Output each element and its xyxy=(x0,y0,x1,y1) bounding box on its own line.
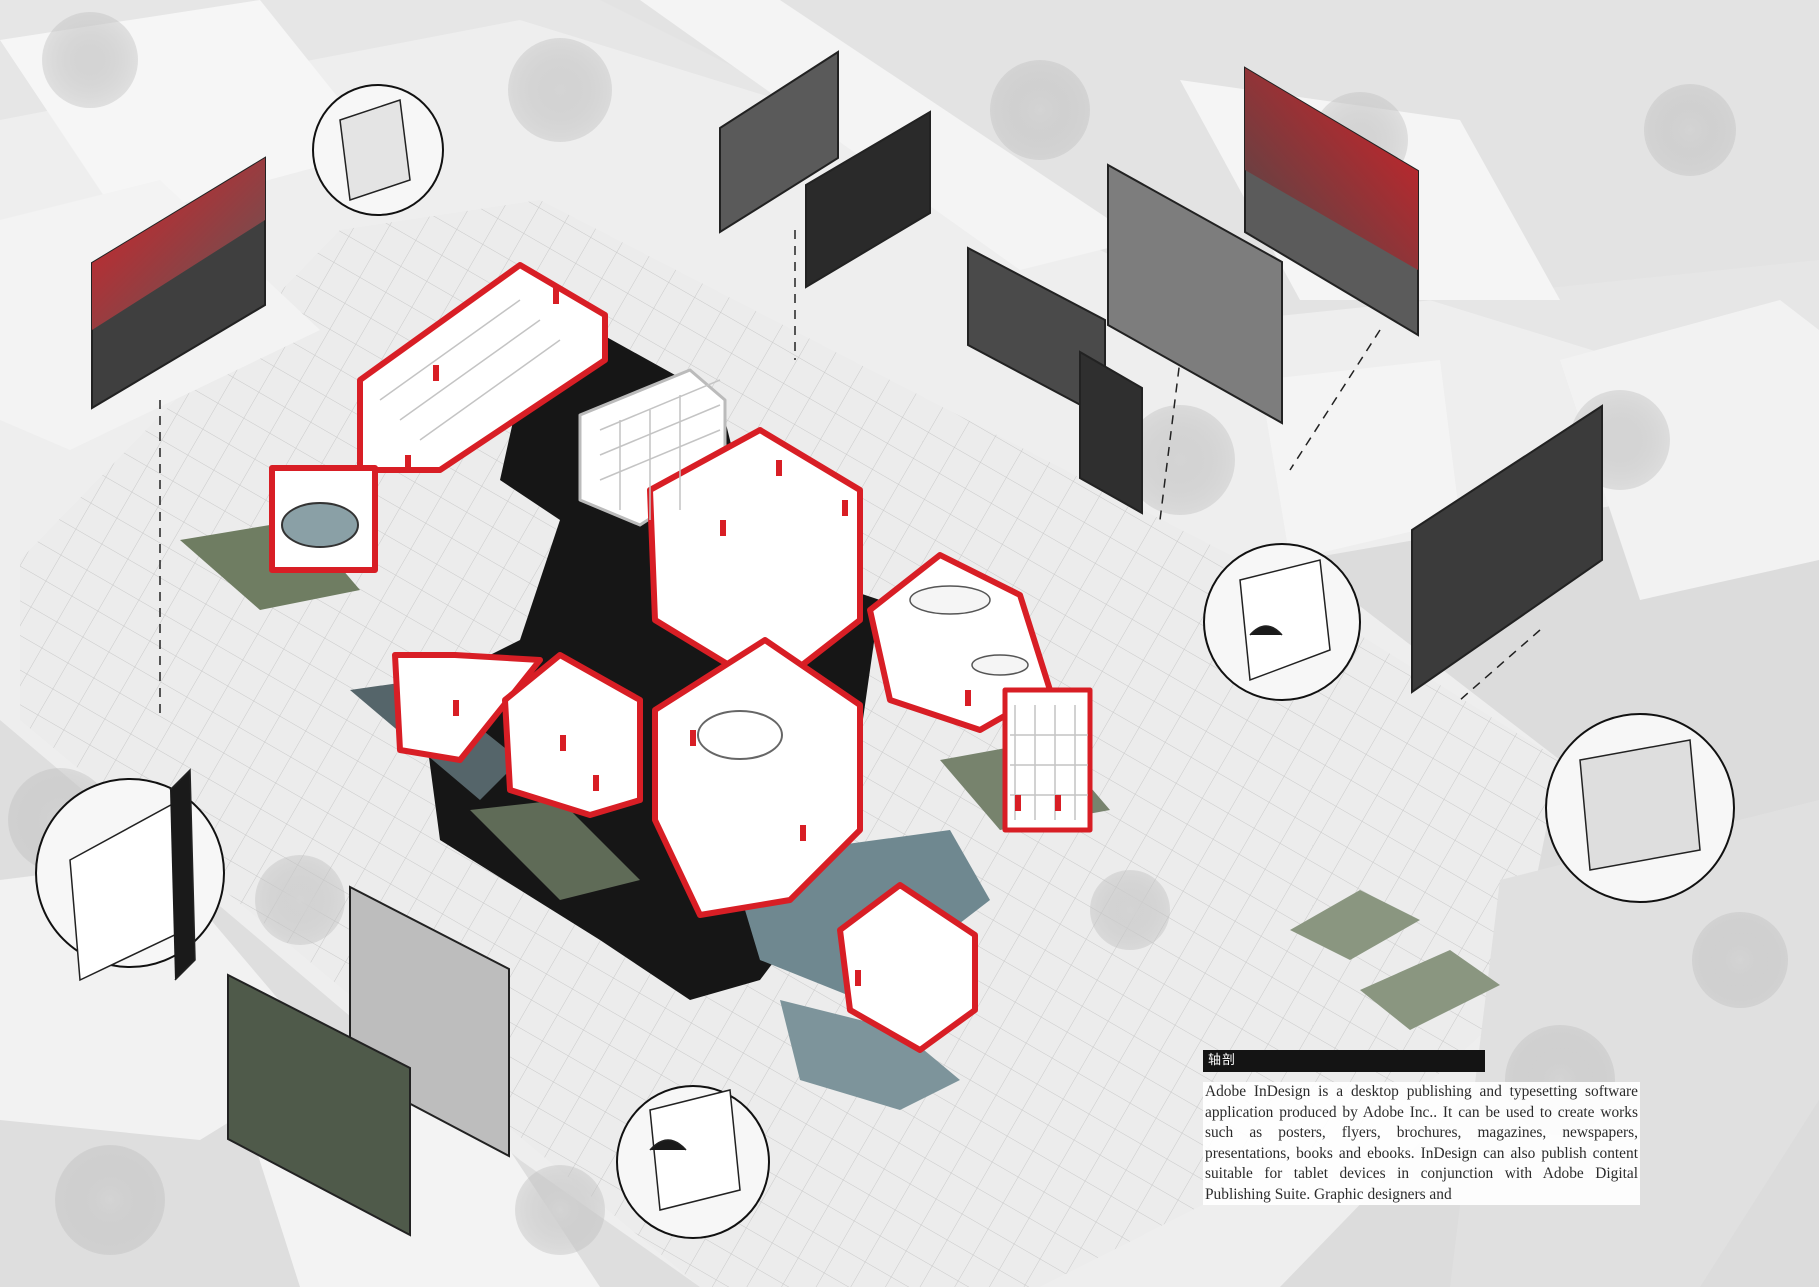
detail-circle-content xyxy=(69,98,1701,1211)
shelving-grid xyxy=(379,299,1088,820)
building-sections xyxy=(269,262,1093,1053)
tree-icon xyxy=(8,12,1788,1255)
person-figure-icon xyxy=(405,288,1061,986)
render-panel-icon xyxy=(91,50,1603,1237)
caption-body: Adobe InDesign is a desktop publishing a… xyxy=(1203,1082,1640,1205)
pool-element xyxy=(281,502,1029,760)
caption-block: 轴剖 Adobe InDesign is a desktop publishin… xyxy=(1203,1050,1640,1205)
caption-title: 轴剖 xyxy=(1203,1050,1485,1072)
